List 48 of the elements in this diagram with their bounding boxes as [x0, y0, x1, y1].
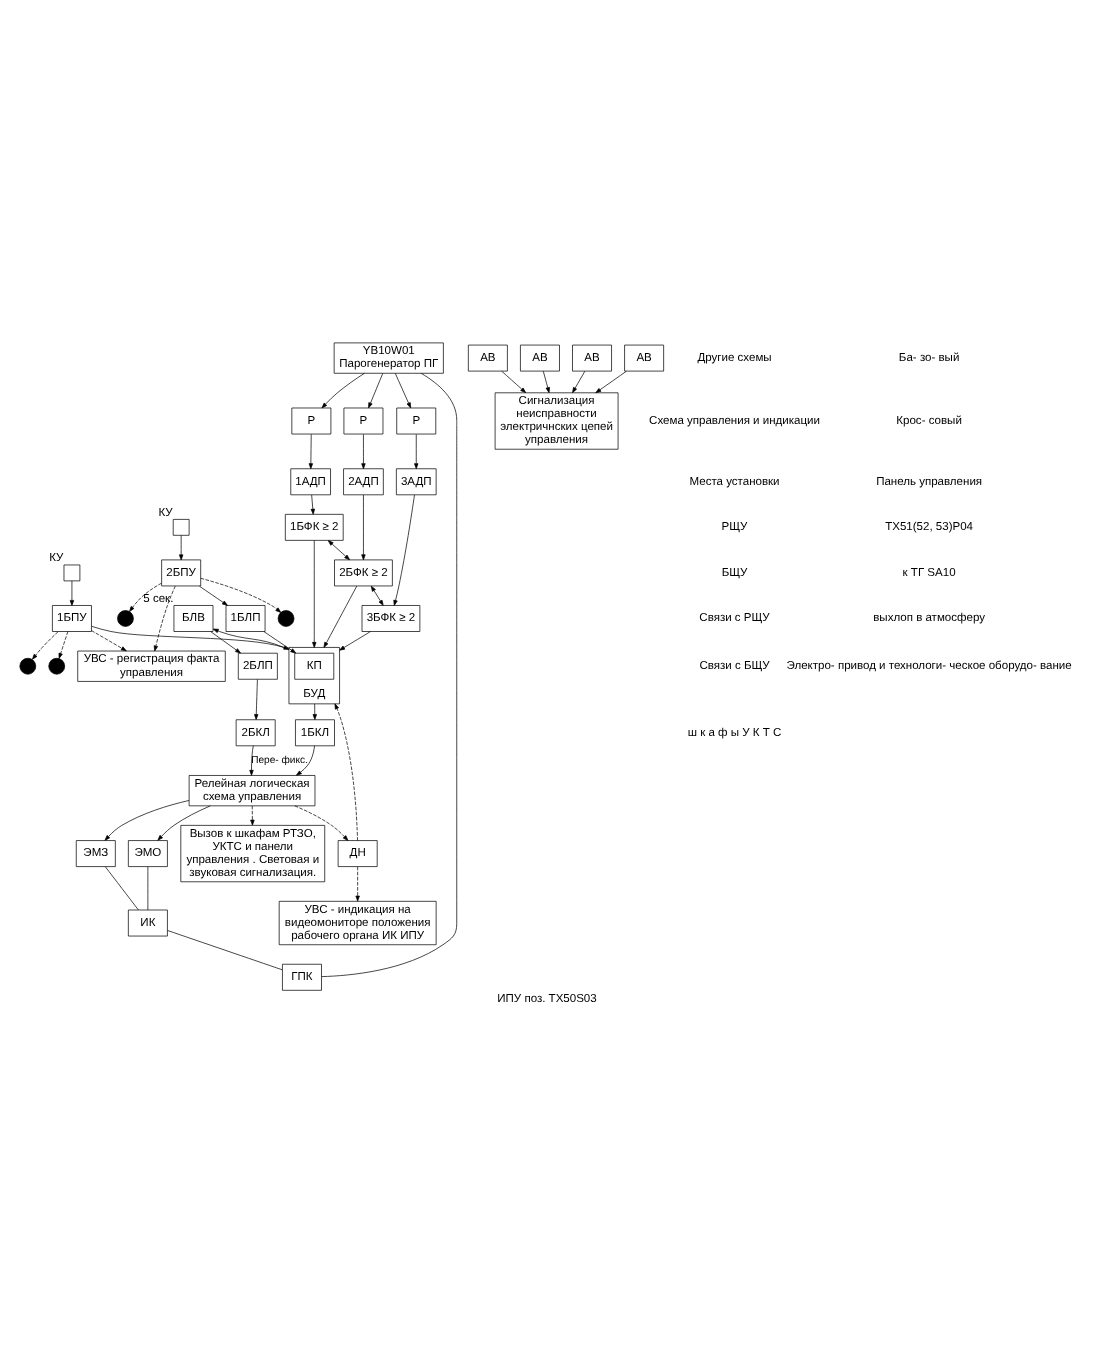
- arrow: [310, 494, 315, 515]
- arrow: [595, 370, 627, 394]
- arrow: [308, 433, 313, 470]
- arrow: [157, 805, 211, 841]
- arrow: [361, 494, 366, 561]
- arrow: [414, 433, 419, 470]
- node-circle: [277, 610, 295, 627]
- arrow: [542, 370, 550, 393]
- arrow: [199, 585, 228, 606]
- arrow: [179, 535, 184, 561]
- arrow: [104, 800, 190, 841]
- connector: [105, 866, 139, 911]
- arrow: [370, 585, 384, 606]
- arrow: [69, 580, 75, 606]
- arrow: [312, 703, 317, 720]
- arrow: [296, 745, 315, 776]
- arrow: [250, 805, 255, 826]
- arrow: [393, 494, 415, 606]
- arrow: [129, 582, 162, 612]
- arrow: [32, 631, 59, 660]
- arrow: [327, 540, 350, 561]
- arrow: [210, 631, 241, 654]
- node-circle: [117, 610, 134, 627]
- arrow: [394, 373, 412, 409]
- arrow: [153, 585, 176, 652]
- arrow: [355, 866, 360, 902]
- connector: [167, 930, 283, 971]
- node-box: [172, 519, 190, 536]
- node-circle: [48, 657, 66, 675]
- arrow: [200, 577, 282, 613]
- arrow: [361, 433, 366, 470]
- arrow: [249, 745, 254, 776]
- arrow: [58, 631, 69, 659]
- arrow: [334, 703, 358, 841]
- arrow: [339, 631, 371, 651]
- arrow: [91, 630, 127, 652]
- connector: [147, 866, 149, 911]
- arrow: [254, 679, 259, 720]
- arrow: [312, 540, 317, 648]
- arrow: [321, 372, 365, 409]
- arrow: [501, 370, 527, 393]
- node-box: [63, 564, 81, 582]
- arrow: [572, 370, 586, 393]
- arrow: [368, 373, 384, 409]
- arrow: [323, 585, 358, 648]
- arrow: [294, 805, 349, 841]
- node-circle: [19, 657, 37, 675]
- connector: [321, 372, 458, 977]
